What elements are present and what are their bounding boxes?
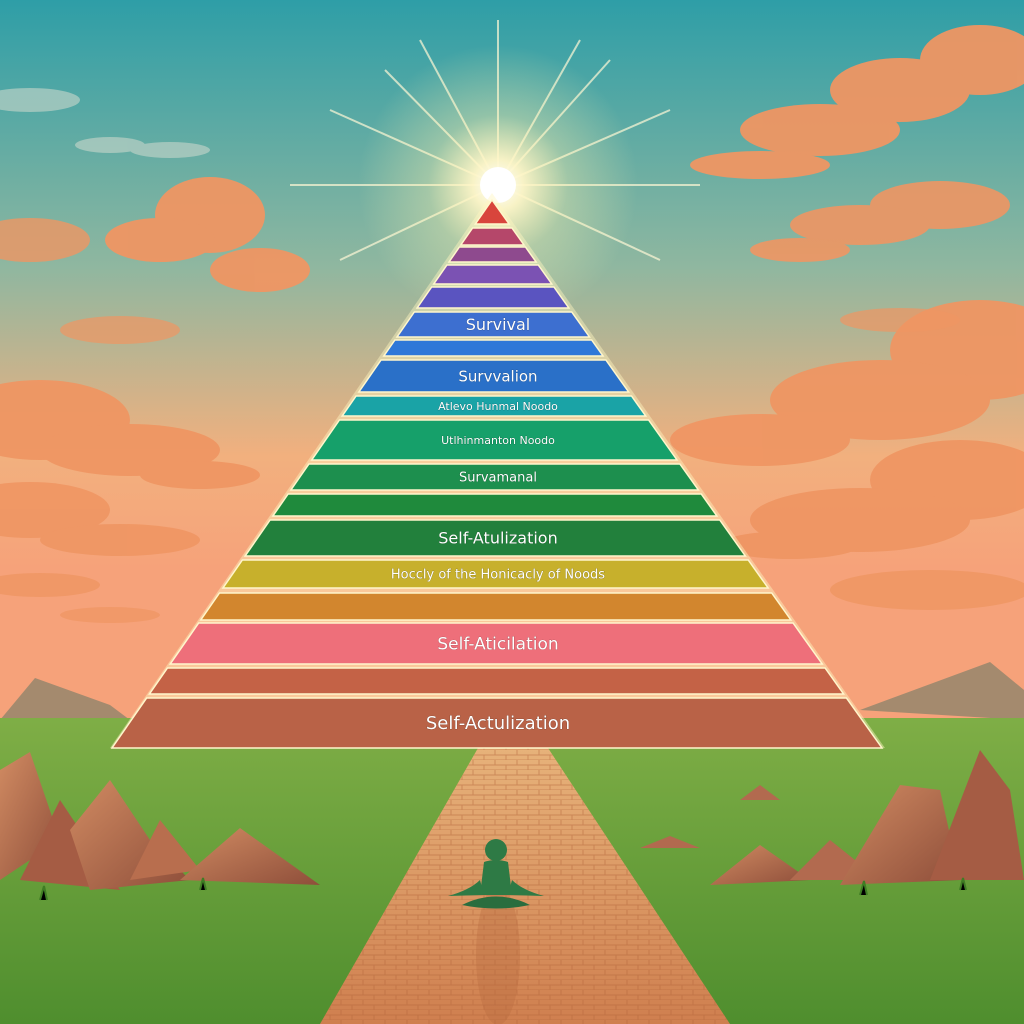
pyramid-tier-18 xyxy=(110,697,884,749)
pyramid-tier-label-14: Hoccly of the Honicacly of Noods xyxy=(391,568,605,583)
pyramid-tier-label-10: Utlhinmanton Noodo xyxy=(441,434,555,447)
pyramid-tier-3 xyxy=(447,246,538,263)
pyramid-tier-label-9: Atlevo Hunmal Noodo xyxy=(438,400,558,413)
pyramid-tier-label-16: Self-Aticilation xyxy=(437,635,558,655)
pyramid-tier-label-8: Survvalion xyxy=(458,368,537,386)
pyramid-tier-label-18: Self-Actulization xyxy=(426,713,570,734)
mountains xyxy=(0,662,1024,720)
pyramid-tier-5 xyxy=(415,286,571,309)
cloud-wisps xyxy=(0,88,210,158)
grass-tufts xyxy=(39,877,967,901)
pyramid-tier-2 xyxy=(459,227,526,246)
pyramid-tier-1 xyxy=(473,198,511,225)
pyramid-tier-8 xyxy=(357,359,631,393)
pyramid-tier-6 xyxy=(395,311,591,338)
pyramid-tier-15 xyxy=(199,592,793,621)
pyramid-tier-7 xyxy=(382,339,605,357)
pyramid-tier-9 xyxy=(340,395,648,417)
pyramid-tier-13 xyxy=(243,519,747,557)
sun xyxy=(480,167,516,203)
pyramid-tier-4 xyxy=(432,264,554,285)
pyramid-tier-11 xyxy=(289,463,700,491)
pyramid xyxy=(110,198,884,749)
rocks-right xyxy=(640,750,1024,885)
rocks-left xyxy=(0,752,320,890)
pyramid-tier-12 xyxy=(271,493,719,517)
pyramid-tier-16 xyxy=(168,622,824,665)
pyramid-tier-label-13: Self-Atulization xyxy=(438,529,557,548)
pyramid-tier-17 xyxy=(148,667,846,695)
clouds xyxy=(0,25,1024,623)
pyramid-tier-label-11: Survamanal xyxy=(459,471,537,486)
meditating-figure xyxy=(448,839,544,1024)
pyramid-tier-14 xyxy=(221,559,770,589)
pyramid-tier-10 xyxy=(310,419,679,461)
pyramid-tier-label-6: Survival xyxy=(466,315,531,334)
